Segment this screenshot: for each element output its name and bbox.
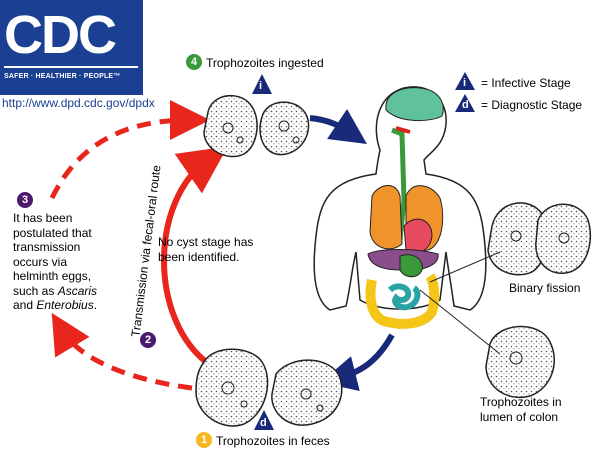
stomach [399,254,423,278]
step-3-ascaris: Ascaris [57,283,98,298]
step-3-line-5: helminth eggs, [13,269,92,283]
source-url[interactable]: http://www.dpd.cdc.gov/dpdx [2,96,155,110]
step-3-line-1: It has been [13,211,73,225]
legend-diagnostic-letter: d [462,99,469,111]
step-3-text: It has been postulated that transmission… [13,211,97,313]
step-3-badge: 3 [17,192,33,208]
cdc-tagline: SAFER · HEALTHIER · PEOPLE™ [4,73,121,80]
step-3-line-6: such as Ascaris [13,284,97,299]
lumen-trophozoite-cell [485,325,555,399]
lumen-line-2: lumen of colon [480,410,559,424]
legend-infective-label: = Infective Stage [481,76,571,90]
no-cyst-line-2: been identified. [158,250,240,264]
pointer-line-lumen [419,289,501,355]
trophozoite-cell-bottom-2 [271,359,343,426]
trophozoite-cell-top-1 [203,94,258,158]
heart [403,218,433,254]
no-cyst-line-1: No cyst stage has [158,235,254,249]
no-cyst-note: No cyst stage has been identified. [158,235,253,265]
step-3-pre2: and [13,298,37,312]
trophozoite-cell-top-2 [259,101,310,156]
lumen-line-1: Trophozoites in [480,395,562,409]
step-3-line-2: postulated that [13,225,92,240]
infective-stage-symbol-step4 [252,74,272,94]
step-1-badge: 1 [196,432,212,448]
legend-infective-symbol [455,72,475,90]
binary-fission-label: Binary fission [509,281,581,295]
helminth-route-dashed-arrow-bottom [51,312,193,391]
logo-divider [4,66,138,68]
ingestion-arrow [309,109,367,144]
step-4-badge: 4 [186,54,202,70]
step-3-line-4: occurs via [13,254,68,269]
legend-diagnostic-symbol [455,94,475,112]
step-1-label: Trophozoites in feces [216,434,330,448]
step-4-label: Trophozoites ingested [206,56,324,70]
legend-infective-letter: i [463,77,467,89]
lumen-label: Trophozoites in lumen of colon [480,395,562,425]
helminth-route-dashed-arrow-top [49,100,210,200]
step-3-line-7: and Enterobius. [13,298,97,313]
esophagus-red [395,126,411,134]
cdc-logo: CDC SAFER · HEALTHIER · PEOPLE™ [0,0,143,95]
diagnostic-stage-symbol-step1 [254,410,274,430]
step-3-enterobius: Enterobius [36,298,94,312]
esophagus [391,127,407,241]
legend-diagnostic-label: = Diagnostic Stage [481,98,583,112]
step-3-line-3: transmission [13,240,81,254]
cdc-logo-text: CDC [4,5,117,65]
diagnostic-symbol-letter: d [260,417,267,429]
step-2-badge: 2 [140,332,156,348]
pointer-line-fission [429,251,501,283]
binary-fission-cells [487,202,591,276]
trophozoite-cell-bottom-1 [195,348,269,427]
step-3-post2: . [93,298,98,312]
infective-symbol-letter: i [259,80,263,92]
small-intestine [387,283,421,311]
step-3-pre1: such as [13,283,58,298]
excretion-arrow [320,333,395,392]
fecal-oral-solid-arrow [161,146,228,368]
colon [365,273,440,329]
brain [385,87,444,121]
